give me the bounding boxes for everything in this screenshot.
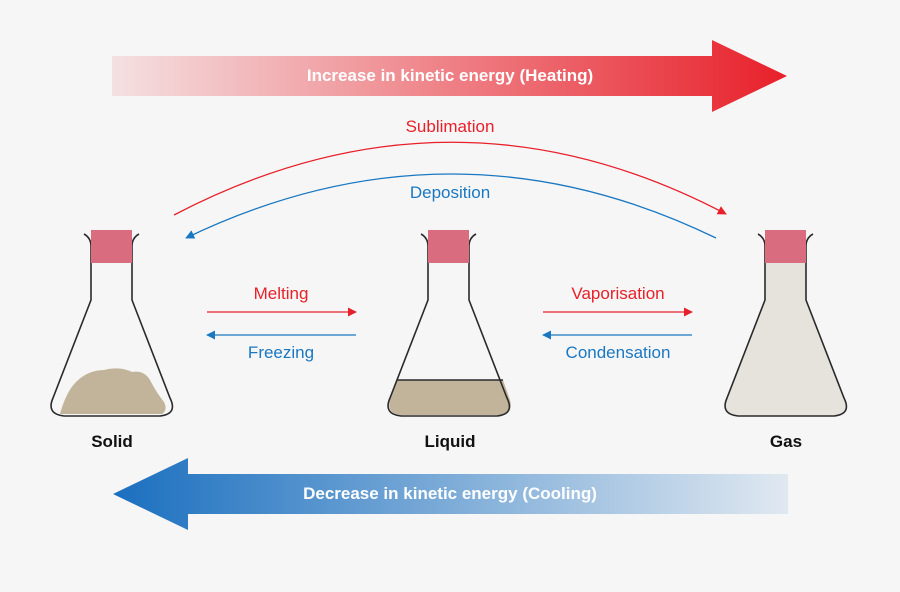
gas-stopper bbox=[765, 230, 806, 263]
solid-stopper bbox=[91, 230, 132, 263]
solid-label: Solid bbox=[91, 432, 133, 451]
solid-contents bbox=[60, 368, 166, 414]
freezing-label: Freezing bbox=[247, 343, 315, 362]
gas-flask bbox=[724, 230, 848, 417]
heating-banner-arrow bbox=[112, 40, 787, 112]
liquid-flask bbox=[387, 230, 511, 417]
liquid-label: Liquid bbox=[424, 432, 476, 451]
cooling-banner-label: Decrease in kinetic energy (Cooling) bbox=[303, 484, 597, 503]
gas-label: Gas bbox=[769, 432, 803, 451]
deposition-arrow bbox=[185, 173, 717, 239]
sublimation-arrow bbox=[173, 141, 727, 216]
gas-contents bbox=[724, 246, 846, 416]
gas-flask-outline bbox=[724, 233, 848, 417]
deposition-label: Deposition bbox=[409, 183, 491, 202]
vaporisation-label: Vaporisation bbox=[571, 284, 665, 303]
solid-flask-outline bbox=[50, 233, 174, 417]
liquid-contents bbox=[389, 380, 511, 415]
condensation-label: Condensation bbox=[565, 343, 671, 362]
liquid-stopper bbox=[428, 230, 469, 263]
heating-banner-label: Increase in kinetic energy (Heating) bbox=[306, 66, 594, 85]
cooling-banner-arrow bbox=[113, 458, 788, 530]
sublimation-label: Sublimation bbox=[405, 117, 495, 136]
solid-flask bbox=[50, 230, 174, 417]
melting-label: Melting bbox=[253, 284, 309, 303]
liquid-flask-outline bbox=[387, 233, 511, 417]
